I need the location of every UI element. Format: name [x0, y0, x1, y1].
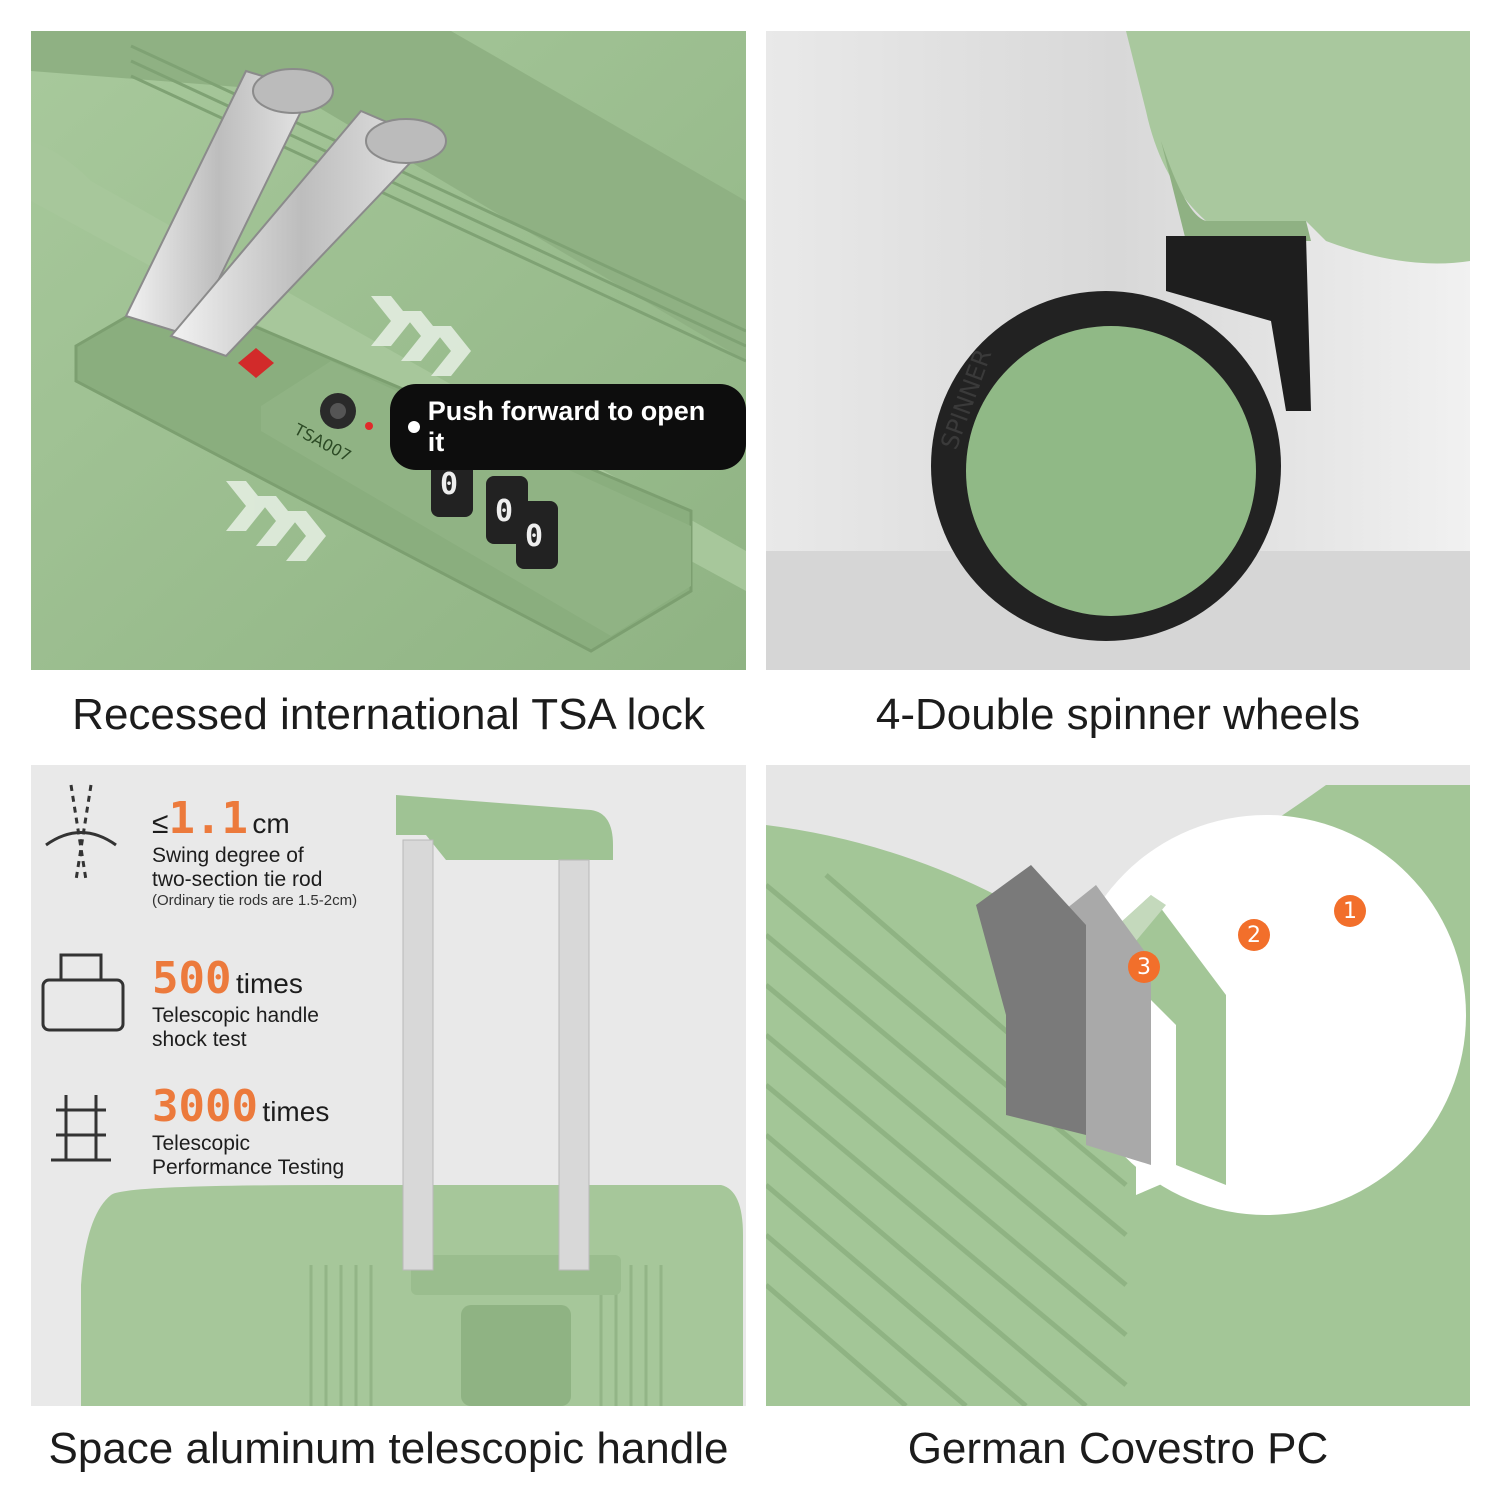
svg-text:0: 0: [440, 467, 458, 502]
tsa-lock-panel: TSA007 0 0 0 Push forward to open it: [31, 31, 746, 670]
caption-spinner-wheels: 4-Double spinner wheels: [875, 690, 1361, 739]
push-forward-callout: Push forward to open it: [390, 384, 746, 470]
layer-badge-1: 1: [1334, 895, 1366, 927]
caption-telescopic-handle: Space aluminum telescopic handle: [48, 1424, 729, 1473]
spec-shock-value: 500: [152, 953, 232, 1004]
handle-illustration: [41, 784, 743, 1406]
tsa-lock-illustration: TSA007 0 0 0: [31, 31, 746, 670]
bullet-dot-icon: [408, 421, 420, 433]
covestro-pc-panel: 1 2 3: [766, 765, 1470, 1406]
caption-tsa-lock: Recessed international TSA lock: [72, 690, 705, 739]
layer-badge-2: 2: [1238, 919, 1270, 951]
spinner-wheel-panel: SPINNER: [766, 31, 1470, 670]
spec-telescopic-value: 3000: [152, 1081, 258, 1132]
svg-text:0: 0: [495, 494, 513, 529]
svg-text:0: 0: [525, 519, 543, 554]
caption-covestro-pc: German Covestro PC: [907, 1424, 1329, 1473]
layer-badge-3: 3: [1128, 951, 1160, 983]
spinner-wheel-illustration: SPINNER: [766, 31, 1470, 670]
spec-swing-value: 1.1: [168, 793, 248, 844]
callout-text: Push forward to open it: [427, 396, 706, 457]
spec-swing: ≤1.1 cm Swing degree of two-section tie …: [152, 793, 358, 909]
spec-telescopic-test: 3000 times Telescopic Performance Testin…: [152, 1081, 345, 1179]
tsa-lock-icon: [238, 348, 274, 378]
pc-layers-illustration: [766, 765, 1470, 1406]
spec-shock-test: 500 times Telescopic handle shock test: [152, 953, 319, 1051]
handle-shock-icon: [41, 953, 125, 1032]
telescopic-icon: [51, 1095, 111, 1162]
telescopic-handle-panel: ≤1.1 cm Swing degree of two-section tie …: [31, 765, 746, 1406]
swing-rod-icon: [45, 784, 117, 881]
